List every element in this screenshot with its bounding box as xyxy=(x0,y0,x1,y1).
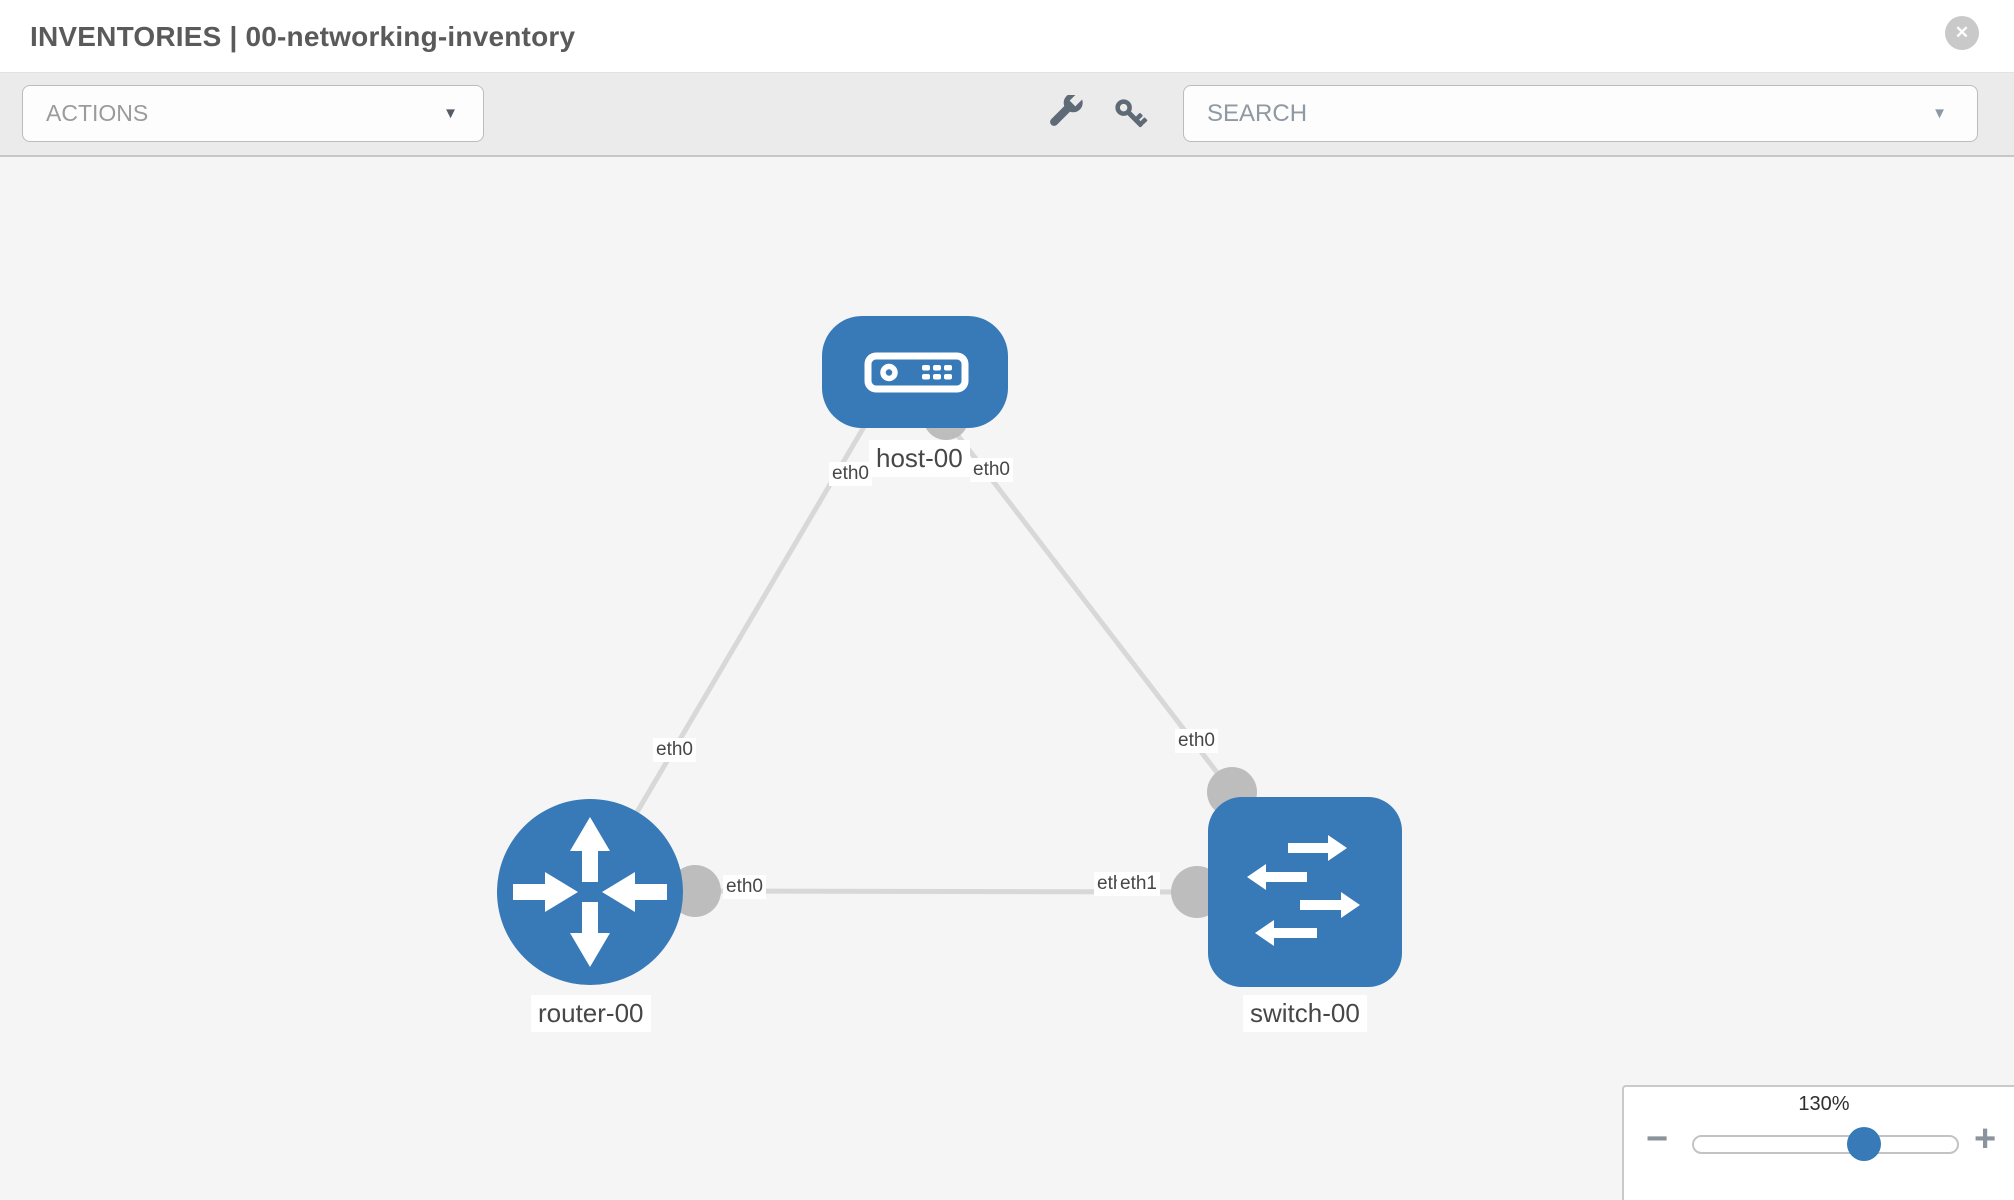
switch-icon xyxy=(1247,835,1360,946)
zoom-level: 130% xyxy=(1798,1093,1850,1115)
key-icon[interactable] xyxy=(1110,93,1154,137)
interface-label: eth1 xyxy=(1117,872,1160,896)
zoom-slider-handle[interactable] xyxy=(1847,1127,1881,1161)
toolbar: ACTIONS ▼ SEARCH ▼ xyxy=(0,73,2014,157)
links-layer xyxy=(587,394,1257,918)
close-icon[interactable]: ✕ xyxy=(1945,16,1979,50)
chevron-down-icon: ▼ xyxy=(1932,105,1947,122)
close-glyph: ✕ xyxy=(1954,23,1970,42)
node-label-host: host-00 xyxy=(869,440,970,477)
chevron-down-icon: ▼ xyxy=(443,105,458,122)
node-host[interactable] xyxy=(822,316,1008,428)
zoom-in-button[interactable]: + xyxy=(1974,1118,1997,1160)
zoom-panel: 130% − + xyxy=(1622,1085,2014,1200)
node-switch[interactable] xyxy=(1208,797,1402,987)
interface-label: eth0 xyxy=(723,875,766,899)
search-input[interactable]: SEARCH ▼ xyxy=(1183,85,1978,142)
interface-label: eth0 xyxy=(1175,729,1218,753)
actions-dropdown-label: ACTIONS xyxy=(46,100,149,126)
node-label-switch: switch-00 xyxy=(1243,995,1367,1032)
zoom-out-button[interactable]: − xyxy=(1646,1118,1669,1160)
interface-label: eth0 xyxy=(970,458,1013,482)
page-title: INVENTORIES | 00-networking-inventory xyxy=(30,21,576,52)
host-icon xyxy=(864,352,969,393)
node-label-router: router-00 xyxy=(531,995,651,1032)
interface-label: eth0 xyxy=(653,738,696,762)
topology-canvas[interactable]: host-00 router-00 switch-00 eth0 eth0 et… xyxy=(0,157,2014,1200)
zoom-slider-track[interactable] xyxy=(1692,1135,1959,1154)
search-placeholder: SEARCH xyxy=(1207,99,1308,127)
wrench-icon[interactable] xyxy=(1042,93,1086,137)
actions-dropdown[interactable]: ACTIONS ▼ xyxy=(22,85,484,142)
interface-label: eth0 xyxy=(829,462,872,486)
node-router[interactable] xyxy=(497,799,683,985)
header-bar: INVENTORIES | 00-networking-inventory ✕ xyxy=(0,0,2014,73)
router-icon xyxy=(513,817,667,967)
